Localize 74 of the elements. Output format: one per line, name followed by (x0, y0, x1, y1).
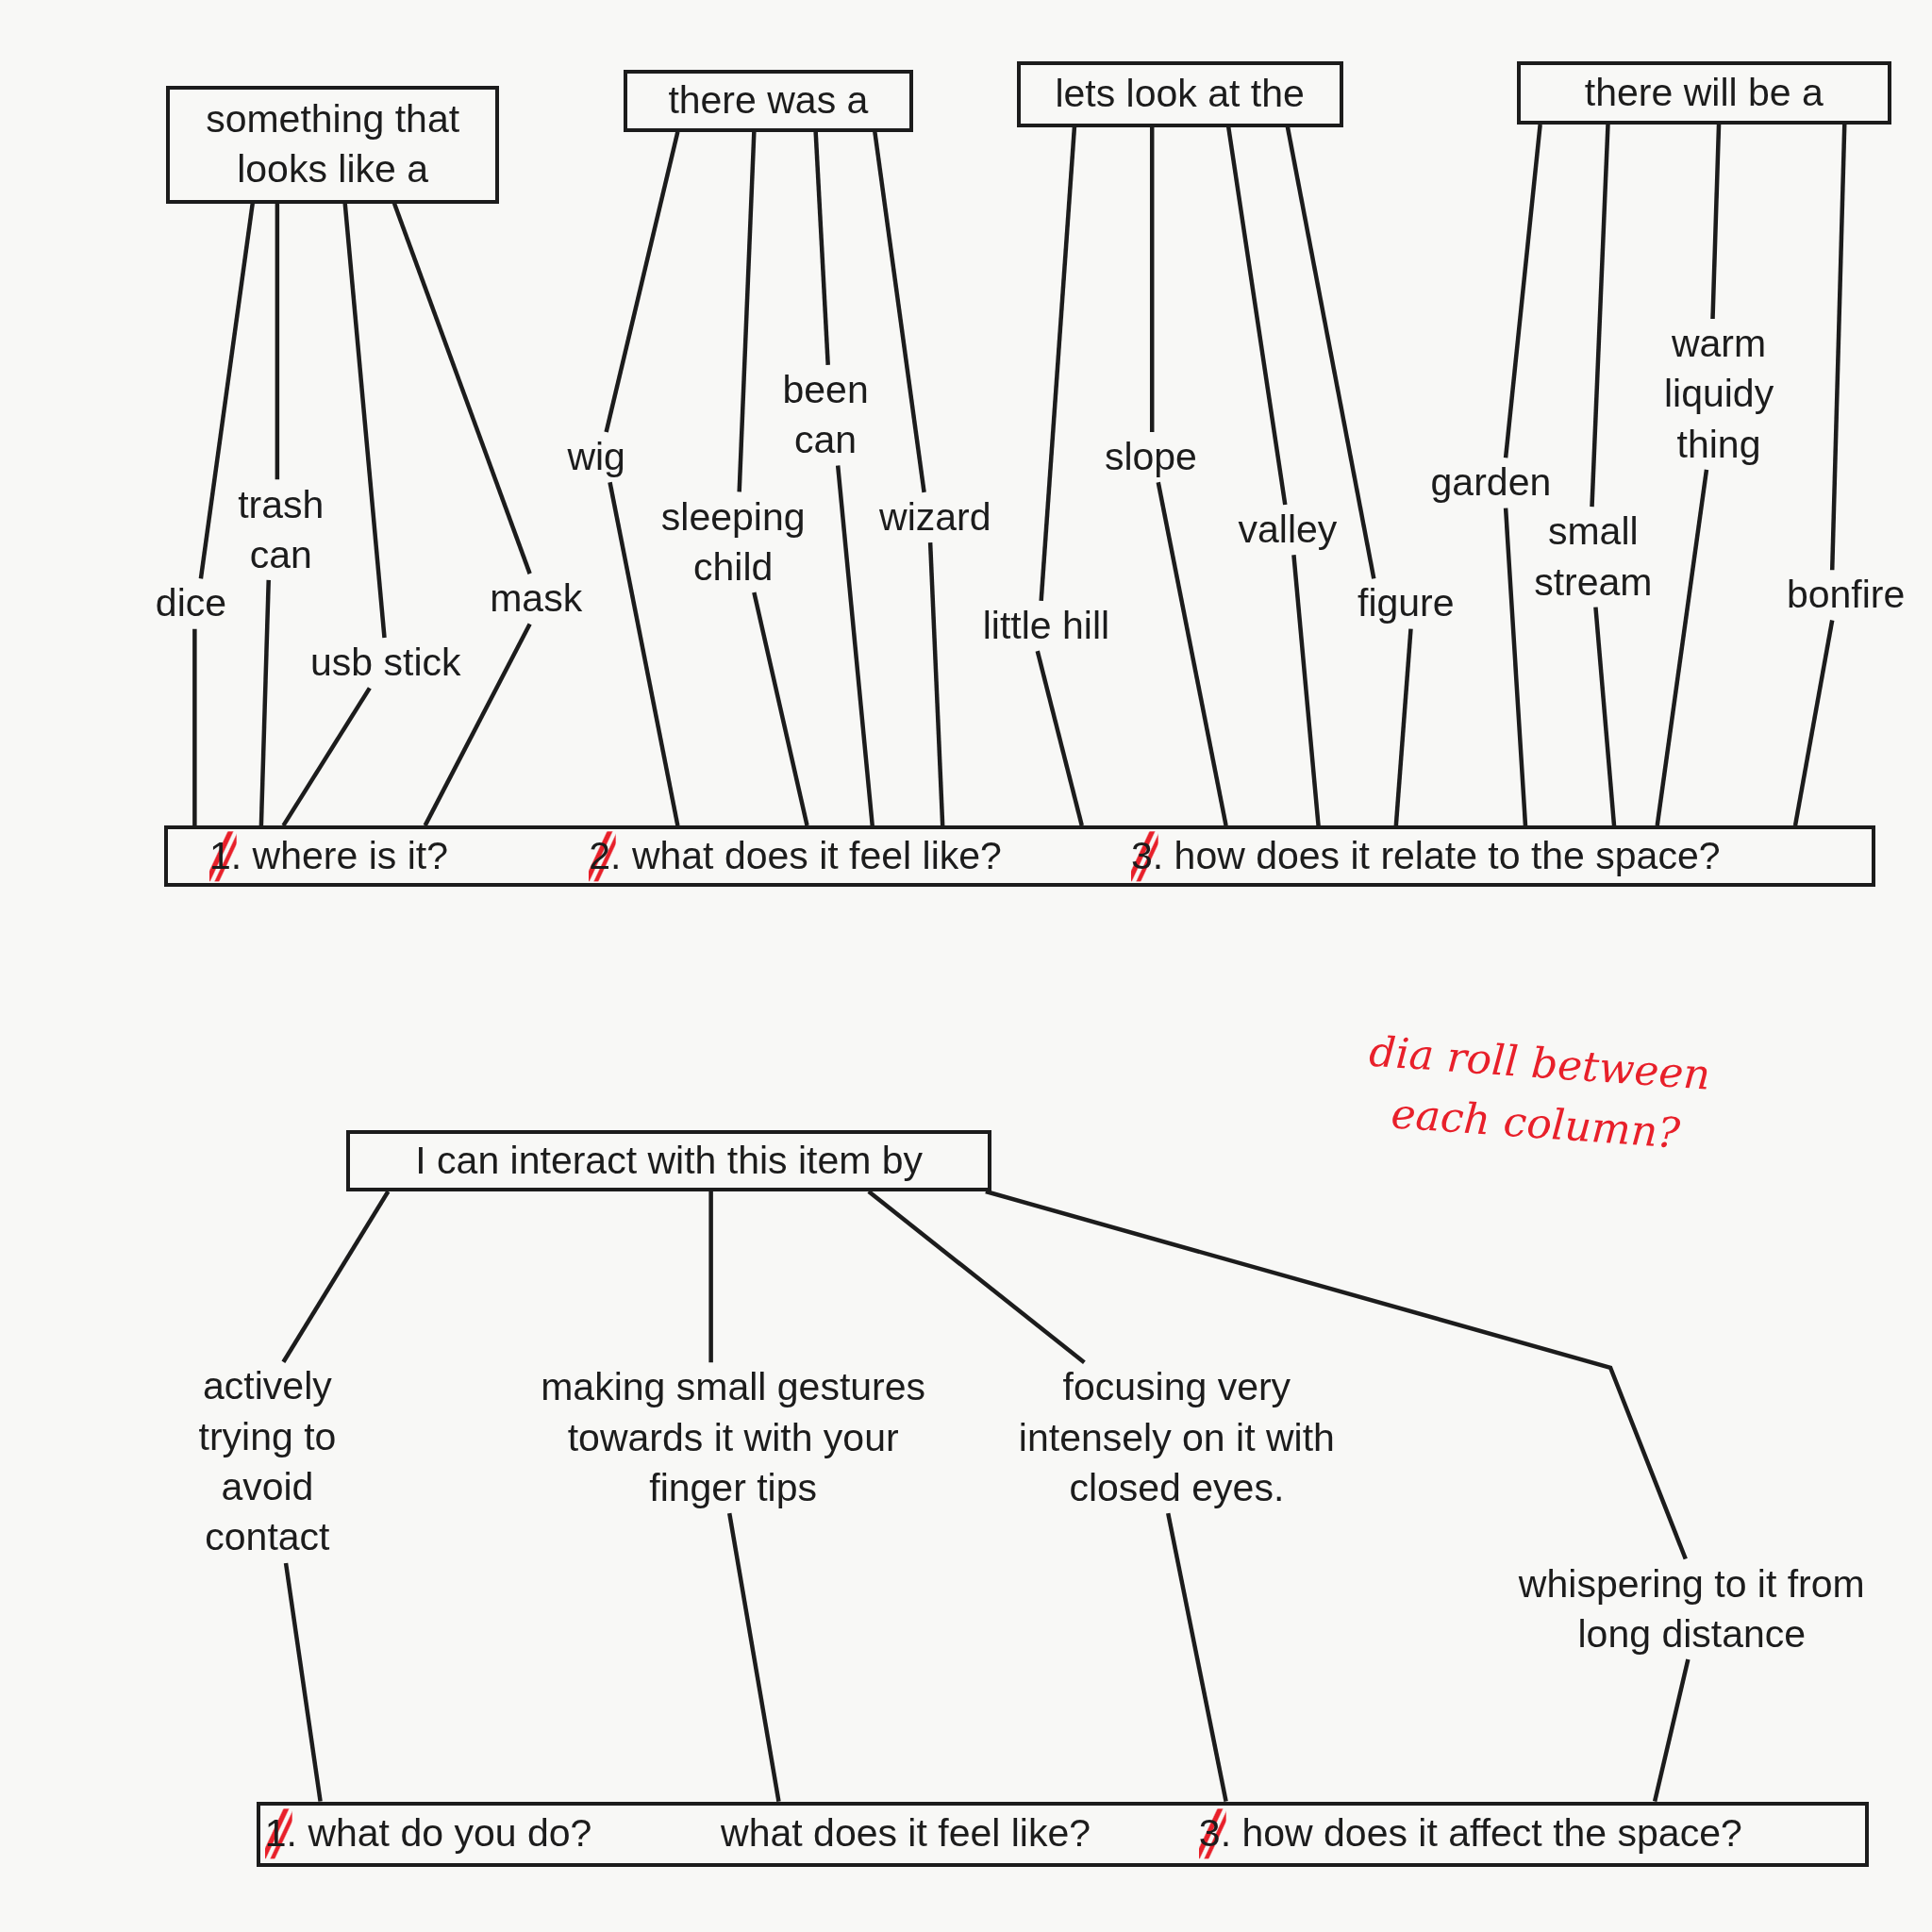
title-box (1016, 61, 1343, 127)
connector-line (258, 579, 271, 826)
connector-line (1393, 628, 1413, 826)
connector-line (927, 542, 945, 826)
item-text: slope (1104, 431, 1197, 483)
connector-line (737, 131, 757, 492)
connector-line (1590, 124, 1610, 508)
question-bar (256, 1801, 1870, 1867)
connector-line (985, 1189, 1688, 1560)
connector-line (873, 131, 926, 493)
item-text: mask (490, 574, 583, 625)
title-box (1516, 61, 1891, 125)
connector-line (708, 1191, 713, 1363)
item-text: wizard (879, 491, 991, 543)
item-text: warm liquidy thing (1663, 319, 1774, 470)
item-text: actively trying to avoid contact (182, 1361, 353, 1563)
connector-line (281, 687, 372, 827)
connector-line (1829, 124, 1847, 571)
heading-text: lets look at the (1055, 71, 1305, 118)
question-bar (163, 825, 1875, 888)
heading-text: there will be a (1584, 69, 1824, 116)
item-text: whispering to it from long distance (1481, 1558, 1902, 1660)
heading-text: I can interact with this item by (415, 1137, 924, 1184)
connector-line (198, 203, 255, 579)
connector-line (391, 202, 532, 575)
connector-line (752, 591, 809, 826)
item-text: wig (567, 431, 625, 483)
connector-line (835, 465, 874, 826)
connector-line (1035, 650, 1084, 826)
item-text: garden (1430, 458, 1552, 508)
connector-line (342, 203, 387, 639)
connector-line (1291, 555, 1321, 826)
item-text: trash can (238, 479, 325, 580)
connector-line (283, 1562, 323, 1802)
connector-line (1792, 620, 1835, 826)
connector-line (192, 628, 197, 826)
connector-line (813, 131, 830, 365)
heading-text: there was a (668, 77, 869, 125)
connector-line (867, 1190, 1086, 1365)
item-text: dice (155, 578, 227, 629)
connector-line (1156, 481, 1228, 826)
item-text: making small gestures towards it with your finger tips (535, 1362, 932, 1514)
question-text: what does it feel like? (721, 1810, 1091, 1857)
item-text: figure (1357, 578, 1455, 629)
item-text: sleeping child (660, 491, 806, 592)
connector-line (608, 481, 680, 826)
connector-line (1166, 1512, 1228, 1802)
item-text: bonfire (1786, 570, 1906, 621)
item-text: small stream (1534, 507, 1653, 608)
connector-line (1655, 469, 1709, 826)
item-text: valley (1238, 505, 1338, 556)
item-text: usb stick (310, 638, 461, 689)
connector-line (423, 623, 532, 827)
connector-line (1503, 508, 1528, 826)
connector-line (275, 203, 280, 480)
connector-line (727, 1512, 781, 1802)
title-box (166, 86, 499, 204)
heading-text: something that looks like a (205, 96, 461, 193)
handwritten-note: dia roll between each column? (1366, 1025, 1713, 1159)
item-text: been can (782, 364, 869, 466)
connector-line (1285, 126, 1376, 579)
connector-line (1503, 124, 1542, 458)
connector-line (1710, 124, 1722, 320)
connector-line (1149, 126, 1155, 432)
connector-line (1652, 1658, 1690, 1803)
title-box (346, 1129, 992, 1191)
connector-line (1039, 126, 1077, 601)
title-box (623, 70, 913, 132)
connector-line (281, 1190, 391, 1363)
item-text: little hill (982, 600, 1110, 652)
connector-line (1225, 126, 1288, 506)
item-text: focusing very intensely on it with closed eyes. (999, 1362, 1354, 1514)
connector-line (604, 131, 680, 433)
connector-line (1593, 607, 1617, 826)
